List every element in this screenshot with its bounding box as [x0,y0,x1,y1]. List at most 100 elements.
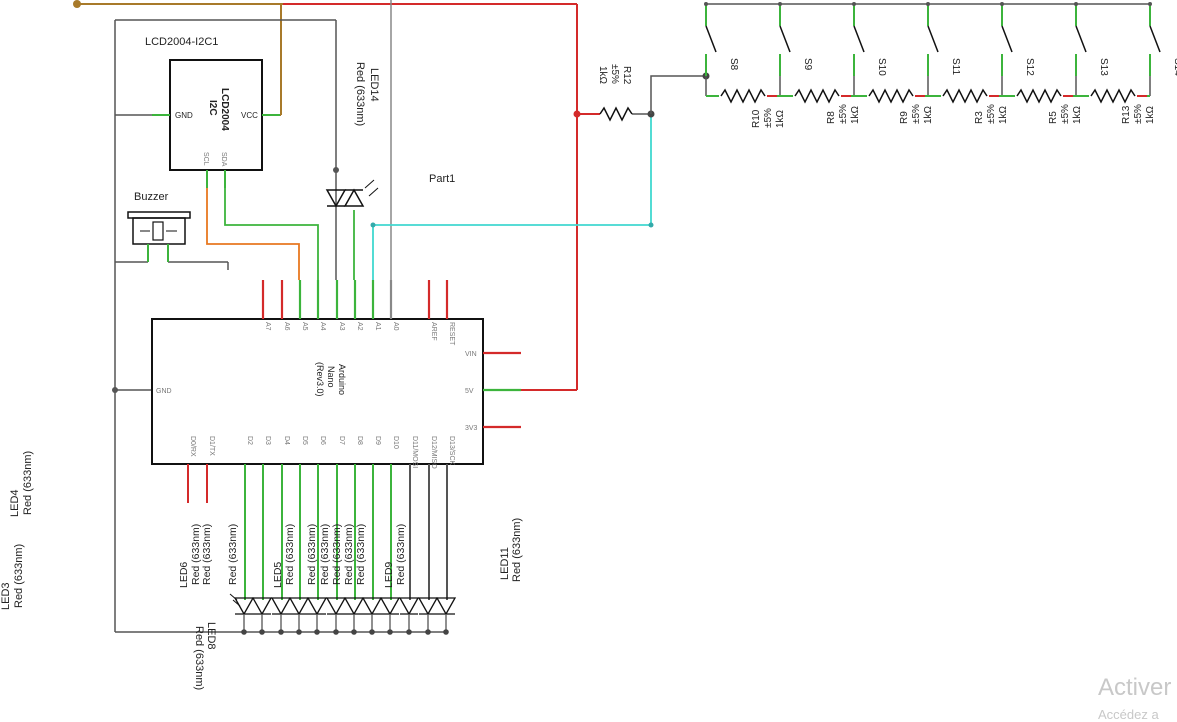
led14-ray1 [364,179,375,189]
nano-pin-label: D5 [301,436,308,445]
resistor-value: 1kΩ [1145,105,1156,124]
nano-pin-label: VIN [465,351,477,358]
r12-tolerance: ±5% [609,64,620,84]
nano-pin-label: D6 [319,436,326,445]
led-diode [270,597,292,616]
led14-diode-b [343,188,365,207]
nano-pin-label: D0/RX [189,436,196,457]
lcd-vcc-label: VCC [241,111,258,120]
wire-scl [206,170,300,280]
nano-pin-label: D2 [246,436,253,445]
resistor-r5 [1016,88,1062,104]
led-bank [229,593,457,635]
led-diode [435,597,457,616]
led14-label: LED14 [368,68,380,102]
led-diode [398,597,420,616]
switch-s13 [1075,25,1087,53]
buzzer-top [127,211,191,219]
led-bank-label: Red (633nm) [306,524,318,585]
nano-pin-label: D3 [264,436,271,445]
resistor-label: R9 [899,111,910,124]
switch-label: S11 [950,58,961,75]
junction-led [259,629,265,635]
led-diode [306,597,328,616]
led8-label: LED8 [205,622,217,650]
switch-s10 [853,25,865,53]
led-bank-label: Red (633nm) [190,524,202,585]
resistor-tolerance: ±5% [911,104,922,124]
led11-value: Red (633nm) [511,518,523,582]
wire-to-s8 [650,75,706,114]
led-diode [233,597,255,616]
nano-pin-label: A1 [374,322,381,331]
junction-gnd-nano [112,387,118,393]
lcd-scl-label: SCL [202,152,209,166]
resistor-label: R5 [1048,111,1059,124]
switch-s12 [1001,25,1013,53]
r12-label: R12 [621,66,632,85]
led-diode [361,597,383,616]
switch-s8 [705,25,717,53]
led4-value: Red (633nm) [22,451,34,515]
part1-label: Part1 [429,173,455,185]
watermark-activate: Activer [1098,674,1172,701]
led4-label: LED4 [9,489,21,517]
wire-sda [224,170,319,280]
led-bank-label: Red (633nm) [319,524,331,585]
led-bank-label: Red (633nm) [395,524,407,585]
nano-pin-label: D13/SCK [448,436,455,466]
nano-pin-label: D11/MOSI [411,436,418,468]
nano-line2: Nano [326,366,336,388]
switch-label: S12 [1024,58,1035,76]
resistor-r3 [942,88,988,104]
junction-led [333,629,339,635]
lcd-gnd-label: GND [175,111,193,120]
switch-label: S14 [1172,58,1177,76]
led-bank-label: Red (633nm) [355,524,367,585]
led3-label: LED3 [0,582,12,610]
led14-value: Red (633nm) [354,62,366,126]
nano-pin-label: D7 [338,436,345,445]
nano-gnd-label: GND [156,388,172,395]
junction-led [425,629,431,635]
led-bank-label: Red (633nm) [284,524,296,585]
led-diode [343,597,365,616]
led-bank-label: Red (633nm) [343,524,355,585]
switch-s14 [1149,25,1161,53]
r12-resistor [599,106,633,122]
buzzer-label: Buzzer [134,191,169,203]
buzzer-element [152,221,164,241]
led-bank-label: LED9 [383,562,395,588]
resistor-value: 1kΩ [850,105,861,124]
resistor-label: R10 [751,109,762,128]
junction-led [406,629,412,635]
resistor-tolerance: ±5% [1133,104,1144,124]
junction-top-left [73,0,81,8]
led-diode [379,597,401,616]
lcd-body-line2: I2C [207,100,218,116]
nano-line3: (Rev3.0) [315,362,325,397]
nano-pin-label: D8 [356,436,363,445]
junction-led [241,629,247,635]
led11-label: LED11 [499,547,511,580]
junction-led [369,629,375,635]
resistor-label: R8 [826,111,837,124]
junction-a1 [370,222,376,228]
nano-pin-label: D1/TX [208,436,215,456]
led-diode [251,597,273,616]
led-ray [232,599,241,607]
junction-led [314,629,320,635]
watermark-subtext: Accédez a [1098,707,1159,722]
nano-pin-label: AREF [430,322,437,341]
junction-led [351,629,357,635]
resistor-tolerance: ±5% [1060,104,1071,124]
wire-keypad-a1 [372,114,652,280]
nano-pin-label: A4 [319,322,326,331]
switch-label: S9 [802,58,813,71]
junction-keypad [648,222,654,228]
